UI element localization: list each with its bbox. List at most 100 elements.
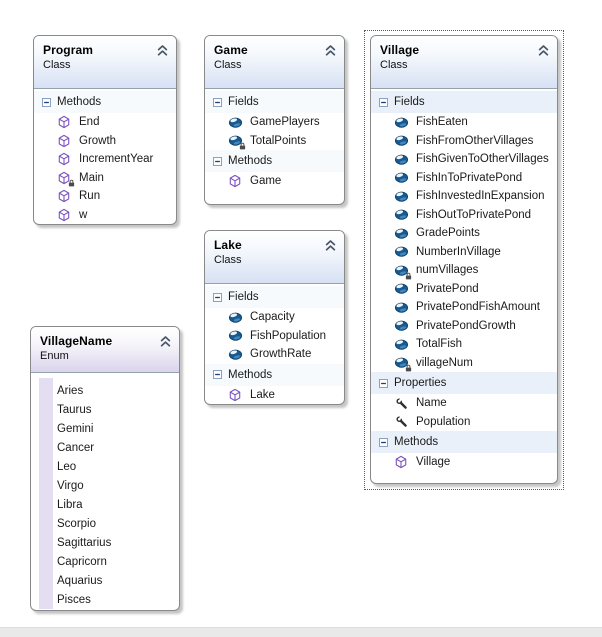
member-row[interactable]: End	[34, 113, 176, 132]
enum-member[interactable]: Taurus	[57, 404, 92, 416]
compartment-header-methods[interactable]: Methods	[205, 150, 344, 172]
collapse-expander-icon[interactable]	[213, 292, 222, 302]
field-icon	[393, 337, 409, 352]
field-icon	[393, 189, 409, 204]
collapse-chevron-icon[interactable]	[324, 239, 337, 252]
box-title: Game	[214, 43, 248, 57]
member-row[interactable]: Name	[371, 394, 557, 413]
lock-icon	[405, 364, 412, 372]
member-row[interactable]: Main	[34, 169, 176, 188]
collapse-expander-icon[interactable]	[42, 97, 51, 107]
member-row[interactable]: TotalFish	[371, 335, 557, 354]
member-row[interactable]: PrivatePondFishAmount	[371, 298, 557, 317]
collapse-expander-icon[interactable]	[379, 437, 388, 447]
collapse-chevron-icon[interactable]	[537, 44, 550, 57]
lock-icon	[405, 272, 412, 280]
enum-member[interactable]: Gemini	[57, 423, 94, 435]
member-row[interactable]: Growth	[34, 132, 176, 151]
enum-member[interactable]: Leo	[57, 461, 77, 473]
member-row[interactable]: Capacity	[205, 308, 344, 327]
field-icon	[393, 318, 409, 333]
member-name: Capacity	[250, 311, 295, 324]
collapse-expander-icon[interactable]	[379, 378, 388, 388]
compartment-header-fields[interactable]: Fields	[205, 91, 344, 113]
lock-icon	[68, 179, 75, 187]
member-row[interactable]: w	[34, 206, 176, 225]
member-row[interactable]: TotalPoints	[205, 132, 344, 151]
member-row[interactable]: IncrementYear	[34, 150, 176, 169]
member-row[interactable]: FishInvestedInExpansion	[371, 187, 557, 206]
field-icon	[393, 263, 412, 280]
enum-member[interactable]: Aries	[57, 385, 84, 397]
member-row[interactable]: Game	[205, 172, 344, 191]
collapse-chevron-icon[interactable]	[156, 44, 169, 57]
member-name: Population	[416, 415, 471, 428]
member-row[interactable]: FishOutToPrivatePond	[371, 206, 557, 225]
compartment-header-methods[interactable]: Methods	[34, 91, 176, 113]
member-name: FishPopulation	[250, 329, 327, 342]
box-title: Program	[43, 43, 94, 57]
member-row[interactable]: PrivatePond	[371, 280, 557, 299]
box-subtitle: Enum	[40, 350, 69, 362]
enum-member[interactable]: Scorpio	[57, 518, 96, 530]
member-row[interactable]: numVillages	[371, 261, 557, 280]
compartment-header-fields[interactable]: Fields	[205, 286, 344, 308]
lock-icon	[239, 142, 246, 150]
method-icon	[227, 174, 243, 189]
collapse-chevron-icon[interactable]	[159, 335, 172, 348]
compartment-header-methods[interactable]: Methods	[371, 431, 557, 453]
enum-member[interactable]: Sagittarius	[57, 537, 112, 549]
member-row[interactable]: NumberInVillage	[371, 243, 557, 262]
member-row[interactable]: GamePlayers	[205, 113, 344, 132]
compartment-header-methods[interactable]: Methods	[205, 363, 344, 386]
member-row[interactable]: PrivatePondGrowth	[371, 317, 557, 336]
field-icon	[393, 226, 409, 241]
enum-member[interactable]: Libra	[57, 499, 83, 511]
method-icon	[56, 133, 72, 148]
member-row[interactable]: FishGivenToOtherVillages	[371, 150, 557, 169]
compartment-header-fields[interactable]: Fields	[371, 91, 557, 113]
member-row[interactable]: FishEaten	[371, 113, 557, 132]
member-row[interactable]: Population	[371, 413, 557, 432]
member-row[interactable]: Lake	[205, 386, 344, 405]
member-row[interactable]: FishPopulation	[205, 327, 344, 346]
enum-member[interactable]: Pisces	[57, 594, 91, 606]
property-icon	[393, 414, 409, 429]
collapse-expander-icon[interactable]	[213, 370, 222, 379]
enum-member[interactable]: Virgo	[57, 480, 84, 492]
box-title: VillageName	[40, 334, 113, 348]
member-row[interactable]: FishFromOtherVillages	[371, 132, 557, 151]
enum-member[interactable]: Capricorn	[57, 556, 107, 568]
field-icon	[393, 133, 409, 148]
compartment-header-properties[interactable]: Properties	[371, 372, 557, 394]
member-row[interactable]: GrowthRate	[205, 345, 344, 364]
collapse-expander-icon[interactable]	[379, 97, 388, 107]
member-row[interactable]: Village	[371, 453, 557, 472]
member-row[interactable]: FishInToPrivatePond	[371, 169, 557, 188]
member-row[interactable]: GradePoints	[371, 224, 557, 243]
collapse-chevron-icon[interactable]	[324, 44, 337, 57]
enum-member[interactable]: Aquarius	[57, 575, 103, 587]
horizontal-scrollbar[interactable]	[0, 627, 602, 637]
member-name: villageNum	[416, 356, 473, 369]
member-row[interactable]: villageNum	[371, 354, 557, 373]
enum-member[interactable]: Cancer	[57, 442, 95, 454]
collapse-expander-icon[interactable]	[213, 97, 222, 107]
member-row[interactable]: Run	[34, 187, 176, 206]
collapse-expander-icon[interactable]	[213, 156, 222, 166]
compartment-label: Methods	[228, 155, 273, 167]
